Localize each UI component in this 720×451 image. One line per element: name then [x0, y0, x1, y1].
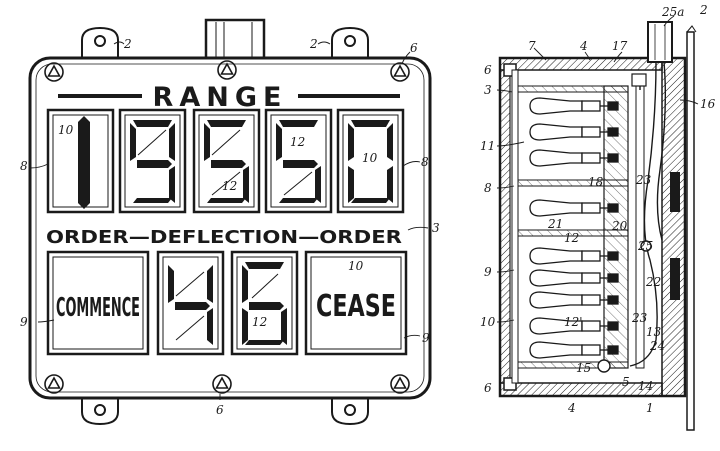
ref-side-1: 1 — [646, 401, 654, 415]
side-conduit — [647, 21, 673, 63]
ref-side-25a: 25a — [661, 5, 684, 19]
ref-side-4a: 4 — [579, 39, 588, 53]
ref-front-2b: 2 — [309, 37, 318, 51]
ref-front-10c: 10 — [348, 259, 364, 273]
ref-front-12c: 12 — [252, 315, 267, 329]
cease-label: CEASE — [316, 289, 396, 324]
ref-side-3: 3 — [484, 83, 492, 97]
range-window-4 — [264, 108, 333, 214]
ref-side-13: 13 — [646, 325, 662, 339]
screws — [44, 60, 410, 394]
wiring — [597, 61, 667, 373]
range-window-1 — [46, 108, 115, 214]
ref-side-6b: 6 — [484, 381, 492, 395]
ref-side-22: 22 — [645, 275, 661, 289]
ref-front-12b: 12 — [290, 135, 305, 149]
ref-side-8: 8 — [484, 181, 492, 195]
ref-side-5: 5 — [622, 375, 630, 389]
front-view — [28, 18, 432, 426]
ref-side-11: 11 — [480, 139, 495, 153]
ref-side-16: 16 — [700, 97, 716, 111]
ref-side-6a: 6 — [484, 63, 492, 77]
ref-front-8b: 8 — [421, 155, 429, 169]
range-window-2 — [118, 108, 187, 214]
ref-side-15: 15 — [576, 361, 591, 375]
ref-side-20: 20 — [611, 219, 628, 233]
ref-side-21: 21 — [547, 217, 563, 231]
ref-side-23a: 23 — [635, 173, 652, 187]
ref-front-8a: 8 — [20, 159, 28, 173]
cease-window — [304, 250, 408, 356]
side-leaders — [496, 15, 699, 323]
top-plate — [499, 57, 663, 71]
back-wall-blocks — [670, 172, 680, 300]
ref-side-2: 2 — [699, 3, 708, 17]
back-wall — [661, 57, 686, 397]
middle-caption: ORDER—DEFLECTION—ORDER — [46, 227, 402, 248]
ref-front-3: 3 — [432, 221, 440, 235]
ref-side-25: 25 — [637, 239, 653, 253]
ref-front-12a: 12 — [222, 179, 237, 193]
ref-front-9a: 9 — [20, 315, 28, 329]
ref-side-23b: 23 — [631, 311, 648, 325]
ref-front-10a: 10 — [58, 123, 74, 137]
front-leaders — [29, 41, 429, 400]
front-reference-numerals: 2 2 6 8 8 10 12 12 10 3 9 12 10 9 6 — [20, 37, 440, 417]
ref-front-6a: 6 — [410, 41, 418, 55]
ref-side-10: 10 — [480, 315, 496, 329]
ref-side-17: 17 — [612, 39, 628, 53]
range-title: RANGE — [153, 82, 288, 113]
top-conduit — [204, 18, 266, 64]
ref-front-9b: 9 — [422, 331, 430, 345]
mounting-ears — [81, 26, 369, 426]
ref-side-9: 9 — [484, 265, 492, 279]
ref-side-4b: 4 — [567, 401, 576, 415]
ref-front-10b: 10 — [362, 151, 378, 165]
deflection-window-2 — [230, 250, 299, 356]
ref-side-24: 24 — [649, 339, 665, 353]
ref-side-12a: 12 — [564, 231, 579, 245]
ref-side-14: 14 — [638, 379, 653, 393]
ref-front-6b: 6 — [216, 403, 224, 417]
commence-window — [46, 250, 150, 356]
deflection-window-1 — [156, 250, 225, 356]
range-window-3 — [192, 108, 261, 214]
ref-front-2a: 2 — [123, 37, 132, 51]
side-reference-numerals: 25a 2 7 4 17 6 3 16 11 8 18 23 21 20 12 … — [480, 3, 716, 415]
lamp-bulbs — [529, 97, 619, 359]
ref-side-12p: 12' — [564, 315, 583, 329]
ref-side-18: 18 — [588, 175, 604, 189]
ref-side-7: 7 — [528, 39, 536, 53]
range-window-5 — [336, 108, 405, 214]
commence-label: COMMENCE — [56, 293, 140, 323]
